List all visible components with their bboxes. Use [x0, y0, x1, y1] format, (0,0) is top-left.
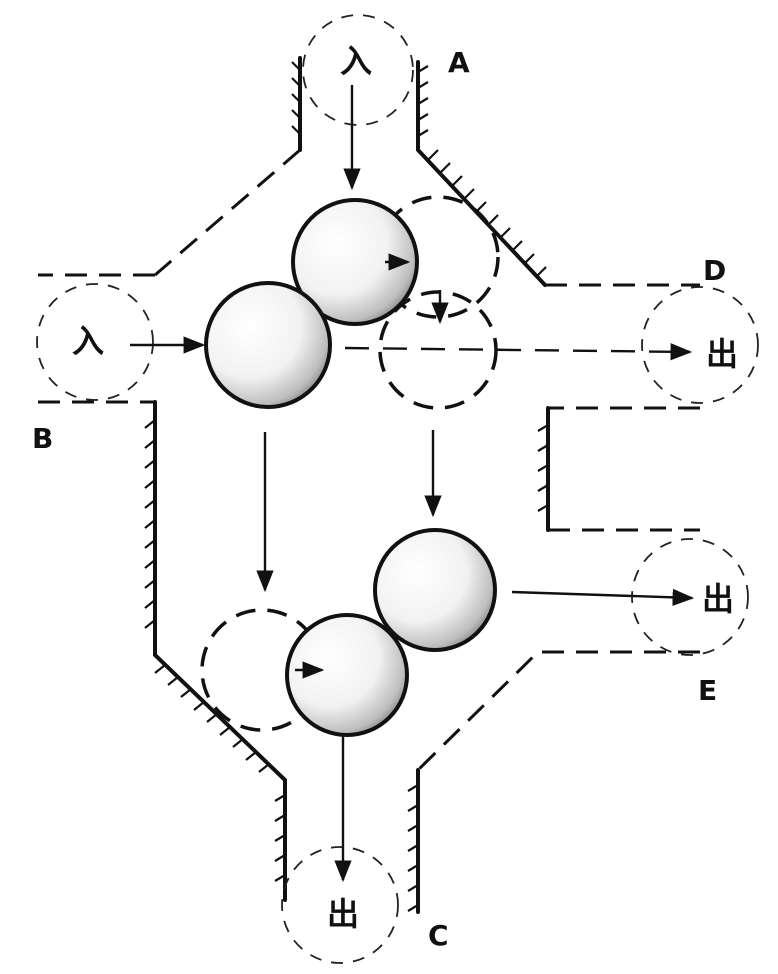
wall-top-right [416, 60, 547, 287]
balls [200, 195, 500, 737]
inlet-left-label: 入 [72, 322, 104, 360]
wall-right-lower [416, 650, 700, 772]
ball-left [204, 281, 332, 409]
outlet-c-label: 出 [327, 895, 359, 933]
port-circle-top-inlet [302, 14, 414, 126]
arrow-to-e [511, 588, 695, 606]
wall-hatching [144, 61, 549, 912]
wall-left-vertical [153, 400, 287, 902]
port-circle-outlet-d [641, 286, 759, 404]
label-e: E [698, 674, 717, 707]
outlet-d-label: 出 [706, 335, 738, 373]
letter-labels: A B C D E [32, 46, 726, 952]
port-labels: 入 入 出 出 出 [72, 42, 738, 933]
label-a: A [448, 46, 470, 79]
ball-ghost-right [378, 290, 498, 410]
inlet-top-label: 入 [340, 42, 372, 80]
flow-arrows [130, 85, 695, 883]
label-c: C [428, 919, 449, 952]
channel-walls [38, 56, 700, 914]
ball-bottom [285, 613, 409, 737]
ball-right-lower [373, 528, 497, 652]
ball-top [291, 198, 419, 326]
port-circle-left-inlet [36, 283, 154, 401]
arrow-to-d [344, 343, 693, 361]
port-circle-outlet-c [281, 846, 399, 964]
ball-ghost-upper-right [376, 195, 500, 319]
label-b: B [32, 422, 53, 455]
outlet-e-label: 出 [702, 580, 734, 618]
port-circles [36, 14, 759, 964]
wall-top-left-taper [154, 148, 301, 277]
label-d: D [703, 254, 726, 287]
